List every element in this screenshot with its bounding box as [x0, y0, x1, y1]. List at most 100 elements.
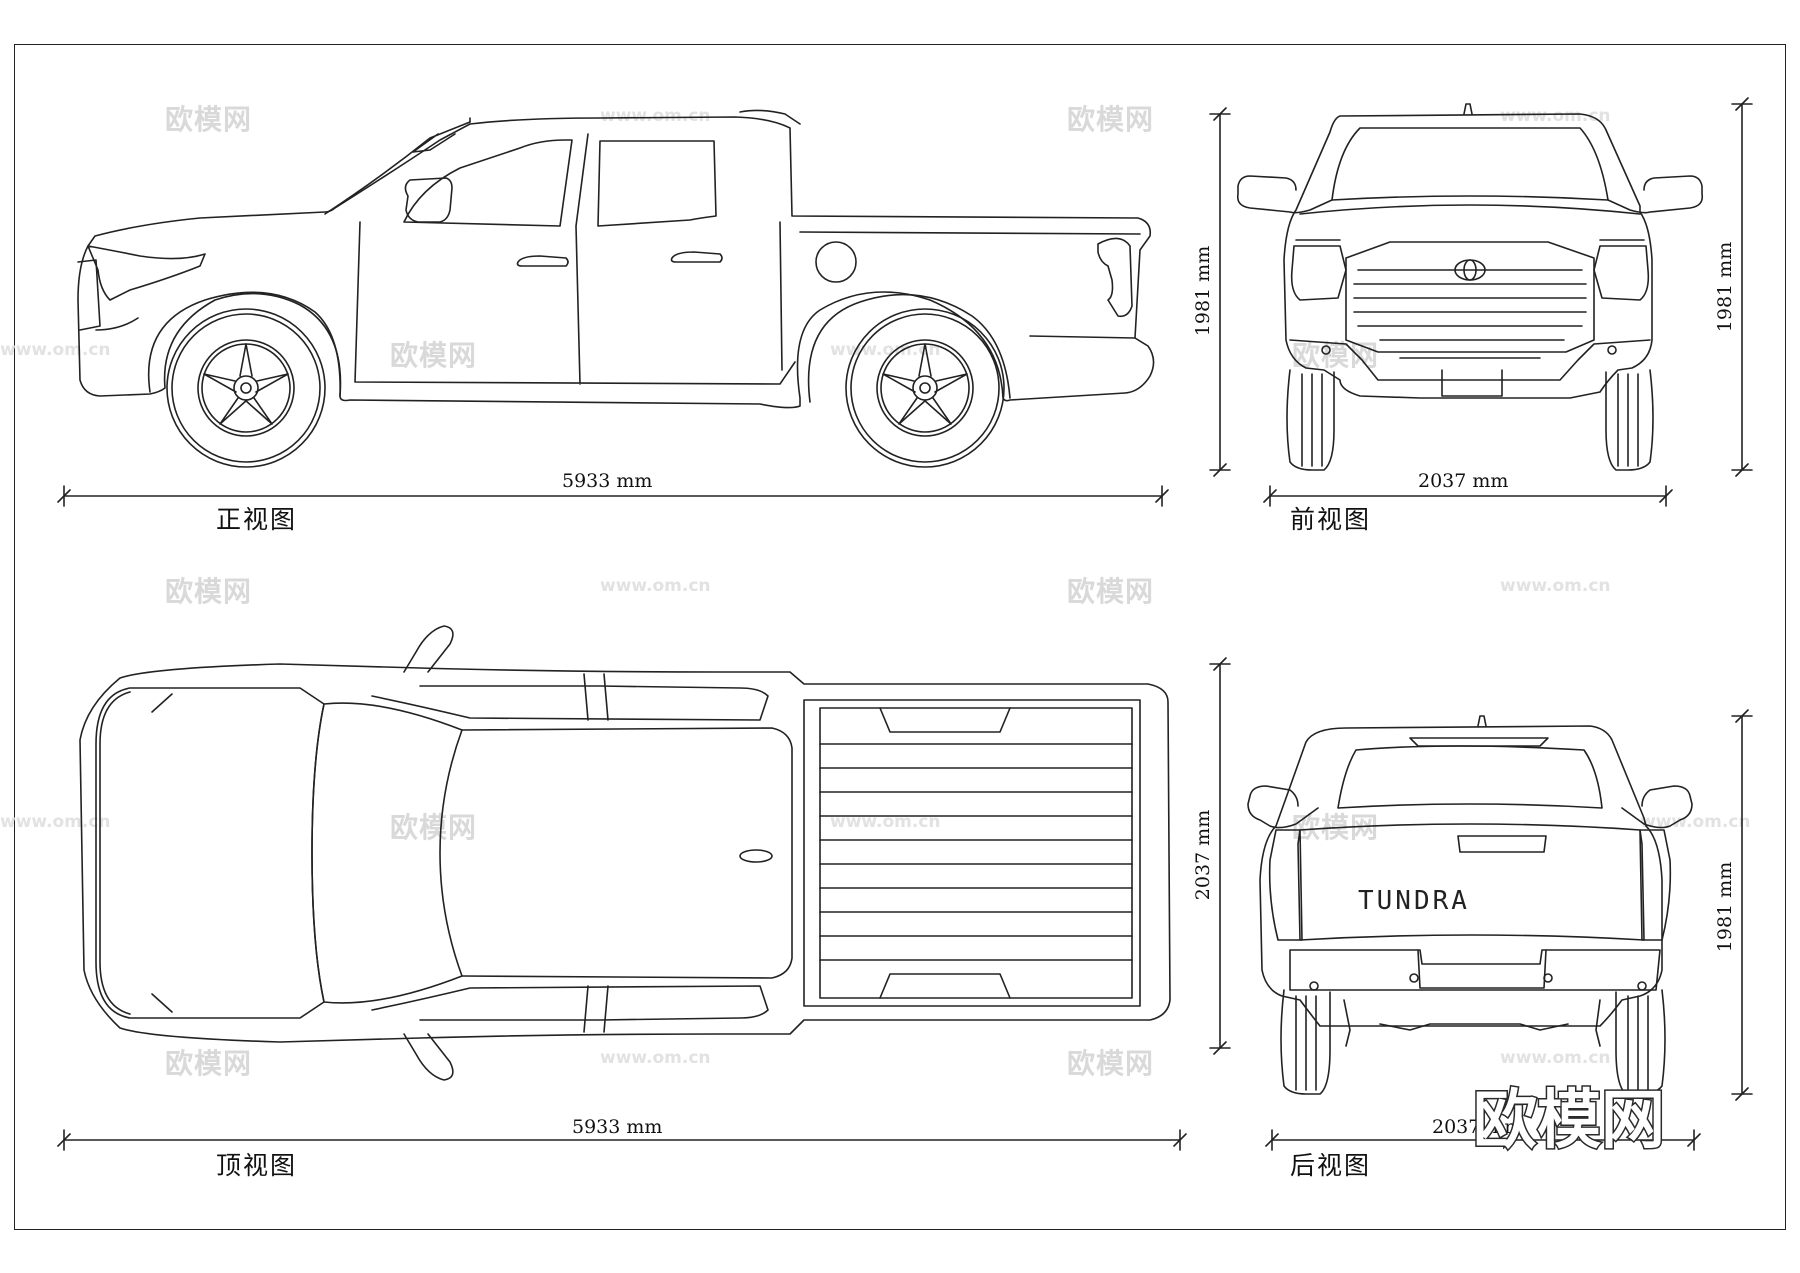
- watermark-text: 欧模网: [1067, 103, 1155, 136]
- watermark-url: www.om.cn: [1500, 1048, 1611, 1068]
- top-view-roof: [461, 727, 793, 979]
- rear-view-width-dimension: [1265, 1129, 1701, 1151]
- side-view-rear-window: [597, 140, 717, 227]
- rear-view-bolt-left: [1409, 973, 1419, 983]
- side-view-rear-wheel: [845, 308, 1005, 468]
- top-view-body-outline: [79, 663, 1171, 1043]
- front-view-height-dimension-left: [1209, 107, 1231, 477]
- watermark-text: 欧模网: [165, 1047, 253, 1080]
- front-view-height-text-left: 1981 mm: [1192, 245, 1215, 337]
- rear-view-badge: TUNDRA: [1358, 886, 1470, 916]
- top-view-door-seams: [583, 673, 609, 1033]
- rear-view-plate-area: [1417, 949, 1547, 989]
- top-view-upper-windows: [371, 685, 769, 721]
- side-view-front-arch: [147, 291, 341, 397]
- side-view-door-seam: [354, 133, 796, 385]
- side-view-headlamp: [87, 245, 206, 301]
- side-view-length-dimension: [57, 485, 1169, 507]
- watermark-text: 欧模网: [1292, 339, 1380, 372]
- side-view: [57, 109, 1169, 507]
- rear-view-left-mirror: [1247, 785, 1319, 829]
- front-view-windshield: [1331, 127, 1609, 201]
- front-view-body-outline: [1283, 113, 1653, 399]
- top-view: [57, 625, 1231, 1151]
- top-view-width-dimension: [1209, 657, 1231, 1055]
- side-view-label: 正视图: [216, 505, 298, 534]
- rear-view-tailgate: [1297, 823, 1645, 941]
- front-view-bumper: [1289, 339, 1651, 397]
- top-view-lower-mirror: [403, 1033, 454, 1081]
- side-view-grille: [77, 259, 139, 331]
- rear-view-right-mirror: [1621, 785, 1693, 829]
- brand-logo: 欧模网: [1473, 1083, 1667, 1155]
- front-view-right-mirror: [1607, 175, 1704, 214]
- rear-view-right-tail-lamp: [1639, 829, 1672, 941]
- rear-view-body-outline: [1259, 725, 1663, 1027]
- top-view-length-dimension: [57, 1129, 1187, 1151]
- front-view-height-text-right: 1981 mm: [1714, 241, 1737, 333]
- top-view-length-text: 5933 mm: [572, 1116, 663, 1138]
- front-view-right-headlamp: [1593, 245, 1650, 301]
- rear-view-right-tire: [1615, 989, 1666, 1095]
- side-view-mirror: [404, 177, 453, 223]
- front-view-left-tire: [1286, 369, 1335, 471]
- side-view-tail-lamp: [1097, 237, 1133, 318]
- top-view-width-text: 2037 mm: [1192, 809, 1215, 901]
- front-view: [1209, 97, 1753, 507]
- rear-view-bolt-right: [1543, 973, 1553, 983]
- rear-view-height-text: 1981 mm: [1714, 861, 1737, 953]
- rear-view-width-text: 2037 mm: [1432, 1116, 1523, 1138]
- watermark-url: www.om.cn: [830, 812, 941, 832]
- watermark-url: www.om.cn: [1500, 576, 1611, 596]
- brand-logo-text: 欧模网: [1473, 1084, 1665, 1154]
- watermark-url: www.om.cn: [600, 576, 711, 596]
- rear-view-rear-window: [1337, 745, 1603, 809]
- front-view-antenna: [1463, 103, 1473, 115]
- rear-view: [1247, 709, 1753, 1151]
- watermark-url: www.om.cn: [0, 812, 111, 832]
- side-view-rear-door-edge: [779, 221, 783, 371]
- top-view-bed: [803, 699, 1141, 1007]
- front-view-hood-line: [1295, 204, 1645, 241]
- watermark-text: 欧模网: [165, 103, 253, 136]
- rear-view-underbody: [1343, 999, 1601, 1047]
- front-view-fog-lamp-left: [1321, 345, 1331, 355]
- top-view-hood-crease: [99, 691, 173, 1015]
- rear-view-bumper: [1289, 949, 1661, 991]
- watermark-text: 欧模网: [1067, 575, 1155, 608]
- drawing-frame: [14, 44, 1786, 1230]
- side-view-rear-handle: [670, 251, 723, 263]
- top-view-fuel-cap: [739, 849, 773, 863]
- rear-view-left-tail-lamp: [1268, 829, 1303, 941]
- side-view-front-wheel: [166, 308, 326, 468]
- watermark-url: www.om.cn: [1500, 106, 1611, 126]
- rear-view-label: 后视图: [1290, 1151, 1372, 1180]
- side-view-fuel-door: [815, 241, 857, 283]
- top-view-label: 顶视图: [216, 1151, 298, 1180]
- top-view-windshield: [311, 702, 463, 1004]
- side-view-length-text: 5933 mm: [562, 470, 653, 492]
- side-view-roof-rail: [469, 109, 801, 125]
- side-view-bed-line: [799, 231, 1141, 339]
- front-view-left-headlamp: [1290, 245, 1347, 301]
- rear-view-height-dimension: [1731, 709, 1753, 1101]
- side-view-body-outline: [77, 116, 1155, 409]
- rear-view-reflector-right: [1637, 981, 1647, 991]
- top-view-upper-mirror: [403, 625, 454, 673]
- front-view-width-dimension: [1263, 485, 1673, 507]
- front-view-label: 前视图: [1290, 505, 1372, 534]
- front-view-right-tire: [1605, 369, 1654, 471]
- side-view-front-handle: [516, 255, 569, 267]
- watermark-text: 欧模网: [390, 339, 478, 372]
- front-view-left-mirror: [1236, 175, 1333, 214]
- rear-view-antenna: [1477, 715, 1487, 727]
- top-view-hood: [95, 687, 325, 1019]
- watermark-url: www.om.cn: [0, 340, 111, 360]
- front-view-width-text: 2037 mm: [1418, 470, 1509, 492]
- front-view-fog-lamp-right: [1607, 345, 1617, 355]
- watermark-text: 欧模网: [165, 575, 253, 608]
- side-view-rear-arch: [807, 293, 1011, 403]
- side-view-front-window: [403, 139, 573, 227]
- rear-view-brake-light: [1409, 737, 1549, 747]
- side-view-windshield: [324, 121, 471, 215]
